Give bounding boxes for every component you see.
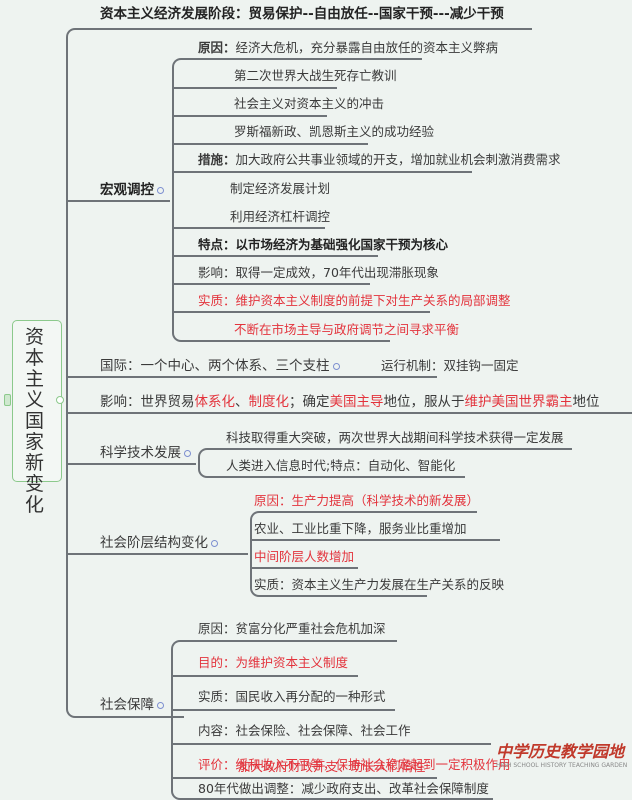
macro-node[interactable]: 宏观调控 [100, 182, 164, 198]
branch-line [171, 777, 437, 779]
impact-highlight: 体系化 [194, 394, 236, 410]
class-label: 社会阶层结构变化 [100, 535, 208, 551]
class-item[interactable]: 农业、工业比重下降，服务业比重增加 [254, 521, 467, 536]
branch-line [172, 227, 325, 229]
branch-impact [66, 412, 632, 414]
branch-line [250, 511, 477, 555]
collapse-toggle-icon[interactable] [332, 362, 340, 370]
branch-line [172, 283, 370, 285]
branch-line [172, 200, 390, 342]
macro-item[interactable]: 利用经济杠杆调控 [230, 209, 331, 224]
branch-line [171, 709, 395, 711]
social-item[interactable]: 80年代做出调整：减少政府支出、改革社会保障制度 [198, 781, 489, 796]
macro-item[interactable]: 社会主义对资本主义的冲击 [234, 96, 385, 111]
branch-line [172, 87, 337, 89]
item-label: 原因： [198, 40, 236, 55]
social-item[interactable]: 原因：贫富分化严重社会危机加深 [198, 621, 386, 636]
branch-line [172, 115, 327, 117]
branch-line [250, 539, 500, 541]
branch-class [66, 553, 248, 555]
title-node[interactable]: 资本主义经济发展阶段：贸易保护--自由放任--国家干预---减少干预 [100, 6, 504, 22]
collapse-toggle-icon[interactable] [56, 396, 64, 404]
macro-item[interactable]: 措施：加大政府公共事业领域的开支，增加就业机会刺激消费需求 [198, 152, 561, 168]
branch-line [171, 675, 358, 677]
branch-line [171, 716, 493, 800]
macro-item[interactable]: 罗斯福新政、凯恩斯主义的成功经验 [234, 124, 435, 139]
class-node[interactable]: 社会阶层结构变化 [100, 535, 218, 551]
item-label: 措施： [198, 152, 236, 167]
item-text: 经济大危机，充分暴露自由放任的资本主义弊病 [235, 40, 499, 55]
impact-text: 、 [235, 394, 249, 410]
branch-intl [66, 376, 437, 378]
branch-line [171, 743, 491, 745]
macro-item[interactable]: 原因：经济大危机，充分暴露自由放任的资本主义弊病 [198, 40, 498, 56]
branch-line [172, 171, 472, 173]
tech-item[interactable]: 科技取得重大突破，两次世界大战期间科学技术获得一定发展 [226, 430, 564, 445]
watermark-subtitle: HIGH SCHOOL HISTORY TEACHING GARDEN [496, 762, 628, 769]
macro-label: 宏观调控 [100, 182, 154, 198]
collapse-toggle-icon[interactable] [211, 539, 218, 547]
collapse-toggle-icon[interactable] [157, 701, 164, 709]
branch-line [250, 553, 427, 597]
root-node[interactable]: 资本主义国家新变化 [12, 320, 62, 516]
intl-label: 国际：一个中心、两个体系、三个支柱 [100, 358, 330, 374]
item-text: 加大政府公共事业领域的开支，增加就业机会刺激消费需求 [235, 152, 561, 167]
macro-item[interactable]: 制定经济发展计划 [230, 181, 331, 196]
class-item[interactable]: 实质：资本主义生产力发展在生产关系的反映 [254, 577, 505, 592]
branch-tech [66, 463, 196, 465]
tech-node[interactable]: 科学技术发展 [100, 445, 191, 461]
branch-line [198, 448, 572, 465]
branch-line [250, 567, 358, 569]
branch-line [172, 58, 422, 202]
class-item[interactable]: 中间阶层人数增加 [254, 549, 355, 564]
tech-label: 科学技术发展 [100, 445, 181, 461]
impact-text: 地位，服从于 [383, 394, 465, 410]
branch-line [172, 255, 378, 257]
social-item[interactable]: 内容：社会保险、社会保障、社会工作 [198, 723, 411, 738]
branch-line [172, 311, 430, 313]
tech-item[interactable]: 人类进入信息时代;特点：自动化、智能化 [226, 458, 456, 473]
impact-highlight: 制度化 [248, 394, 290, 410]
impact-highlight: 美国主导 [329, 394, 384, 410]
social-label: 社会保障 [100, 697, 154, 713]
impact-text: ；确定 [289, 394, 330, 410]
macro-item[interactable]: 影响：取得一定成效，70年代出现滞胀现象 [198, 265, 439, 280]
intl-node[interactable]: 国际：一个中心、两个体系、三个支柱 [100, 358, 340, 374]
social-item[interactable]: 目的：为维护资本主义制度 [198, 655, 349, 670]
macro-item[interactable]: 特点：以市场经济为基础强化国家干预为核心 [198, 237, 449, 252]
social-item[interactable]: 实质：国民收入再分配的一种形式 [198, 689, 386, 704]
impact-text: 影响：世界贸易 [100, 394, 195, 410]
impact-node[interactable]: 影响：世界贸易体系化、制度化；确定美国主导地位，服从于维护美国世界霸主地位 [100, 394, 600, 410]
social-item[interactable]: 加大政府财政开支、助长人们惰性 [238, 759, 426, 774]
class-item[interactable]: 原因：生产力提高（科学技术的新发展） [254, 493, 480, 508]
watermark-logo: 中学历史教学园地 HIGH SCHOOL HISTORY TEACHING GA… [496, 742, 630, 770]
collapse-toggle-icon[interactable] [184, 449, 191, 457]
impact-text: 地位 [572, 394, 600, 410]
social-item[interactable]: 评价：缓和收入不平等，保持社会稳定起到一定积极作用 [198, 757, 511, 772]
root-label: 资本主义国家新变化 [25, 326, 45, 516]
macro-item[interactable]: 实质：维护资本主义制度的前提下对生产关系的局部调整 [198, 293, 511, 308]
impact-highlight: 维护美国世界霸主 [464, 394, 573, 410]
social-node[interactable]: 社会保障 [100, 697, 164, 713]
branch-line [171, 640, 397, 718]
root-handle[interactable] [4, 394, 11, 406]
branch-line [198, 463, 465, 478]
watermark-title: 中学历史教学园地 [496, 742, 625, 761]
main-spine [66, 200, 68, 500]
branch-social [66, 400, 184, 718]
intl-child[interactable]: 运行机制：双挂钩一固定 [381, 358, 519, 373]
branch-macro [66, 200, 170, 202]
branch-line [172, 143, 368, 145]
macro-item[interactable]: 不断在市场主导与政府调节之间寻求平衡 [234, 322, 460, 337]
collapse-toggle-icon[interactable] [157, 186, 164, 194]
macro-item[interactable]: 第二次世界大战生死存亡教训 [234, 68, 397, 83]
